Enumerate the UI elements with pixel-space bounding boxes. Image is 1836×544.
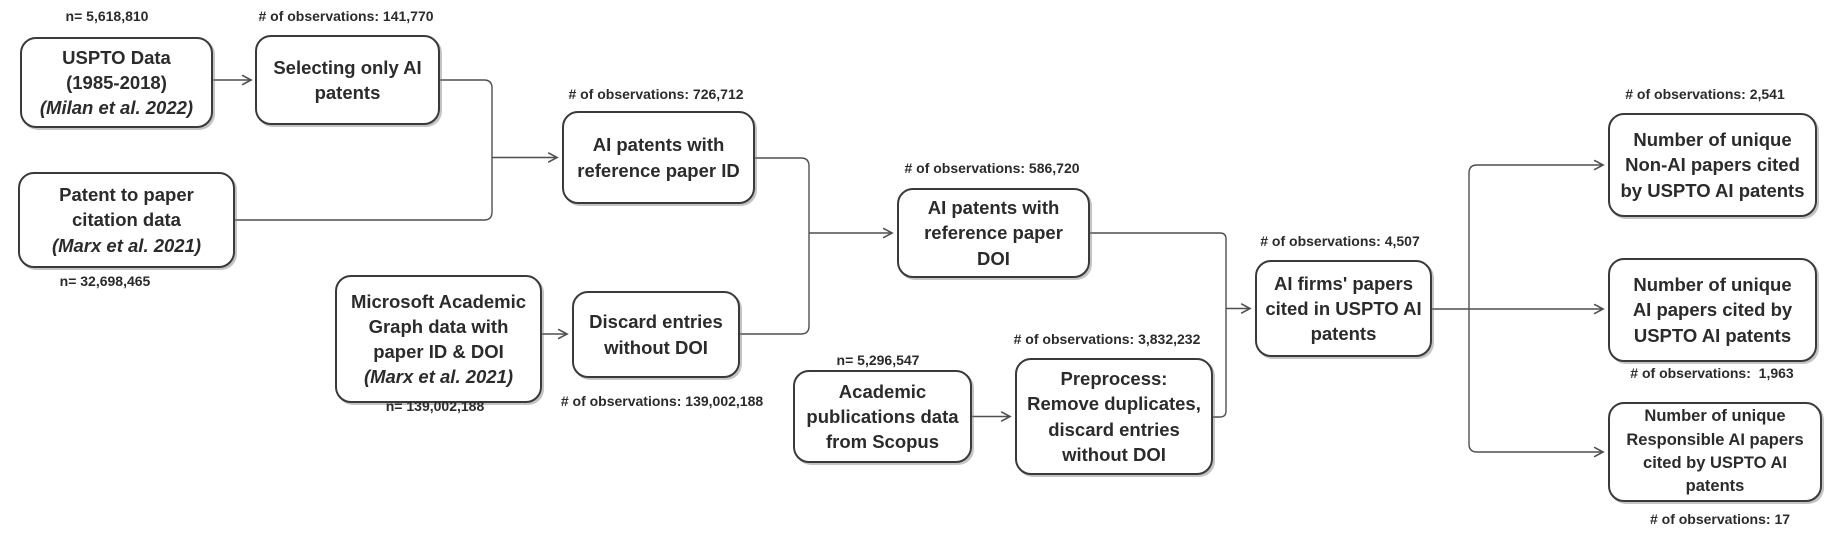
node-text-line: cited in USPTO AI xyxy=(1265,297,1422,319)
node-text-line: citation data xyxy=(72,209,181,231)
node-text-line: patents xyxy=(314,82,381,103)
node-text-line: USPTO AI patents xyxy=(1633,324,1792,346)
node-text-line: (1985-2018) xyxy=(66,71,167,93)
node-text-line: paper ID & DOI xyxy=(373,341,504,362)
node-text-line: Number of unique xyxy=(1633,129,1792,151)
count-label-out-non-ai-obs: # of observations: 2,541 xyxy=(1625,86,1785,102)
count-label-ai-firms-obs: # of observations: 4,507 xyxy=(1260,233,1420,249)
node-ai-patents-ref-id: AI patents with reference paper ID xyxy=(562,111,755,204)
connector-merge-id-discard xyxy=(740,157,810,335)
node-text-line: Number of unique xyxy=(1644,407,1786,426)
node-text-line: Graph data with xyxy=(368,315,509,337)
node-text-line: Microsoft Academic xyxy=(350,290,527,312)
count-label-selecting-obs: # of observations: 141,770 xyxy=(258,8,434,24)
count-label-out-responsible-obs: # of observations: 17 xyxy=(1649,511,1791,527)
count-label-ai-patents-id-obs: # of observations: 726,712 xyxy=(568,86,744,102)
node-citation-line: (Marx et al. 2021) xyxy=(363,366,514,388)
node-text-line: Number of unique xyxy=(1633,274,1792,296)
node-text-line: USPTO Data xyxy=(62,46,171,68)
node-text-line: Selecting only AI xyxy=(273,56,422,78)
node-text-line: reference paper ID xyxy=(577,159,740,181)
count-label-microsoft-n: n= 139,002,188 xyxy=(385,398,485,414)
node-text-line: patents xyxy=(1310,323,1377,345)
count-label-out-ai-obs: # of observations: 1,963 xyxy=(1630,365,1794,381)
count-label-ai-patents-doi-obs: # of observations: 586,720 xyxy=(904,160,1080,176)
node-output-non-ai-papers: Number of unique Non-AI papers cited by … xyxy=(1608,113,1817,217)
node-text-line: Preprocess: xyxy=(1060,368,1168,390)
node-output-ai-papers: Number of unique AI papers cited by USPT… xyxy=(1608,258,1817,362)
node-output-responsible-ai-papers: Number of unique Responsible AI papers c… xyxy=(1608,402,1822,502)
node-ai-patents-ref-doi: AI patents with reference paper DOI xyxy=(897,188,1090,278)
node-text-line: Responsible AI papers xyxy=(1626,430,1804,449)
count-label-preprocess-obs: # of observations: 3,832,232 xyxy=(1013,331,1201,347)
node-citation-line: (Marx et al. 2021) xyxy=(51,234,202,256)
node-text-line: Patent to paper xyxy=(59,184,194,206)
connector-to-out-responsible xyxy=(1468,309,1605,458)
node-citation-line: (Milan et al. 2022) xyxy=(39,97,194,119)
count-label-discard-obs: # of observations: 139,002,188 xyxy=(560,393,764,409)
node-uspto-data: USPTO Data (1985-2018) (Milan et al. 202… xyxy=(20,37,213,128)
node-text-line: Non-AI papers cited xyxy=(1625,154,1800,176)
node-text-line: by USPTO AI patents xyxy=(1620,179,1805,201)
connector-merge-doi-preprocess xyxy=(1090,232,1227,418)
node-text-line: Remove duplicates, xyxy=(1027,393,1201,415)
node-microsoft-academic-graph: Microsoft Academic Graph data with paper… xyxy=(335,275,542,403)
node-text-line: DOI xyxy=(977,247,1010,269)
node-patent-citation-data: Patent to paper citation data (Marx et a… xyxy=(18,172,235,268)
node-text-line: patents xyxy=(1685,477,1745,496)
node-text-line: without DOI xyxy=(1062,443,1166,465)
node-text-line: from Scopus xyxy=(825,431,940,453)
node-ai-firms-papers: AI firms' papers cited in USPTO AI paten… xyxy=(1255,260,1432,357)
node-text-line: Academic xyxy=(838,380,927,402)
node-text-line: Discard entries xyxy=(589,311,723,333)
node-text-line: AI patents with xyxy=(592,134,725,156)
count-label-patent-citation-n: n= 32,698,465 xyxy=(59,273,151,289)
node-selecting-ai-patents: Selecting only AI patents xyxy=(255,35,440,125)
count-label-scopus-n: n= 5,296,547 xyxy=(836,352,920,368)
node-preprocess: Preprocess: Remove duplicates, discard e… xyxy=(1015,358,1213,475)
node-text-line: AI firms' papers xyxy=(1273,272,1414,294)
node-text-line: reference paper xyxy=(924,222,1063,244)
node-discard-entries: Discard entries without DOI xyxy=(572,291,740,378)
node-text-line: discard entries xyxy=(1048,418,1180,440)
connector-merge-selecting-patent xyxy=(235,79,493,221)
node-text-line: cited by USPTO AI xyxy=(1643,454,1787,472)
node-text-line: AI patents with xyxy=(927,197,1060,219)
connector-to-out-non-ai xyxy=(1468,159,1605,309)
count-label-uspto-n: n= 5,618,810 xyxy=(65,8,149,24)
node-text-line: publications data xyxy=(806,405,959,427)
node-scopus-publications: Academic publications data from Scopus xyxy=(793,370,972,463)
node-text-line: without DOI xyxy=(604,336,708,358)
node-text-line: AI papers cited by xyxy=(1632,299,1793,321)
